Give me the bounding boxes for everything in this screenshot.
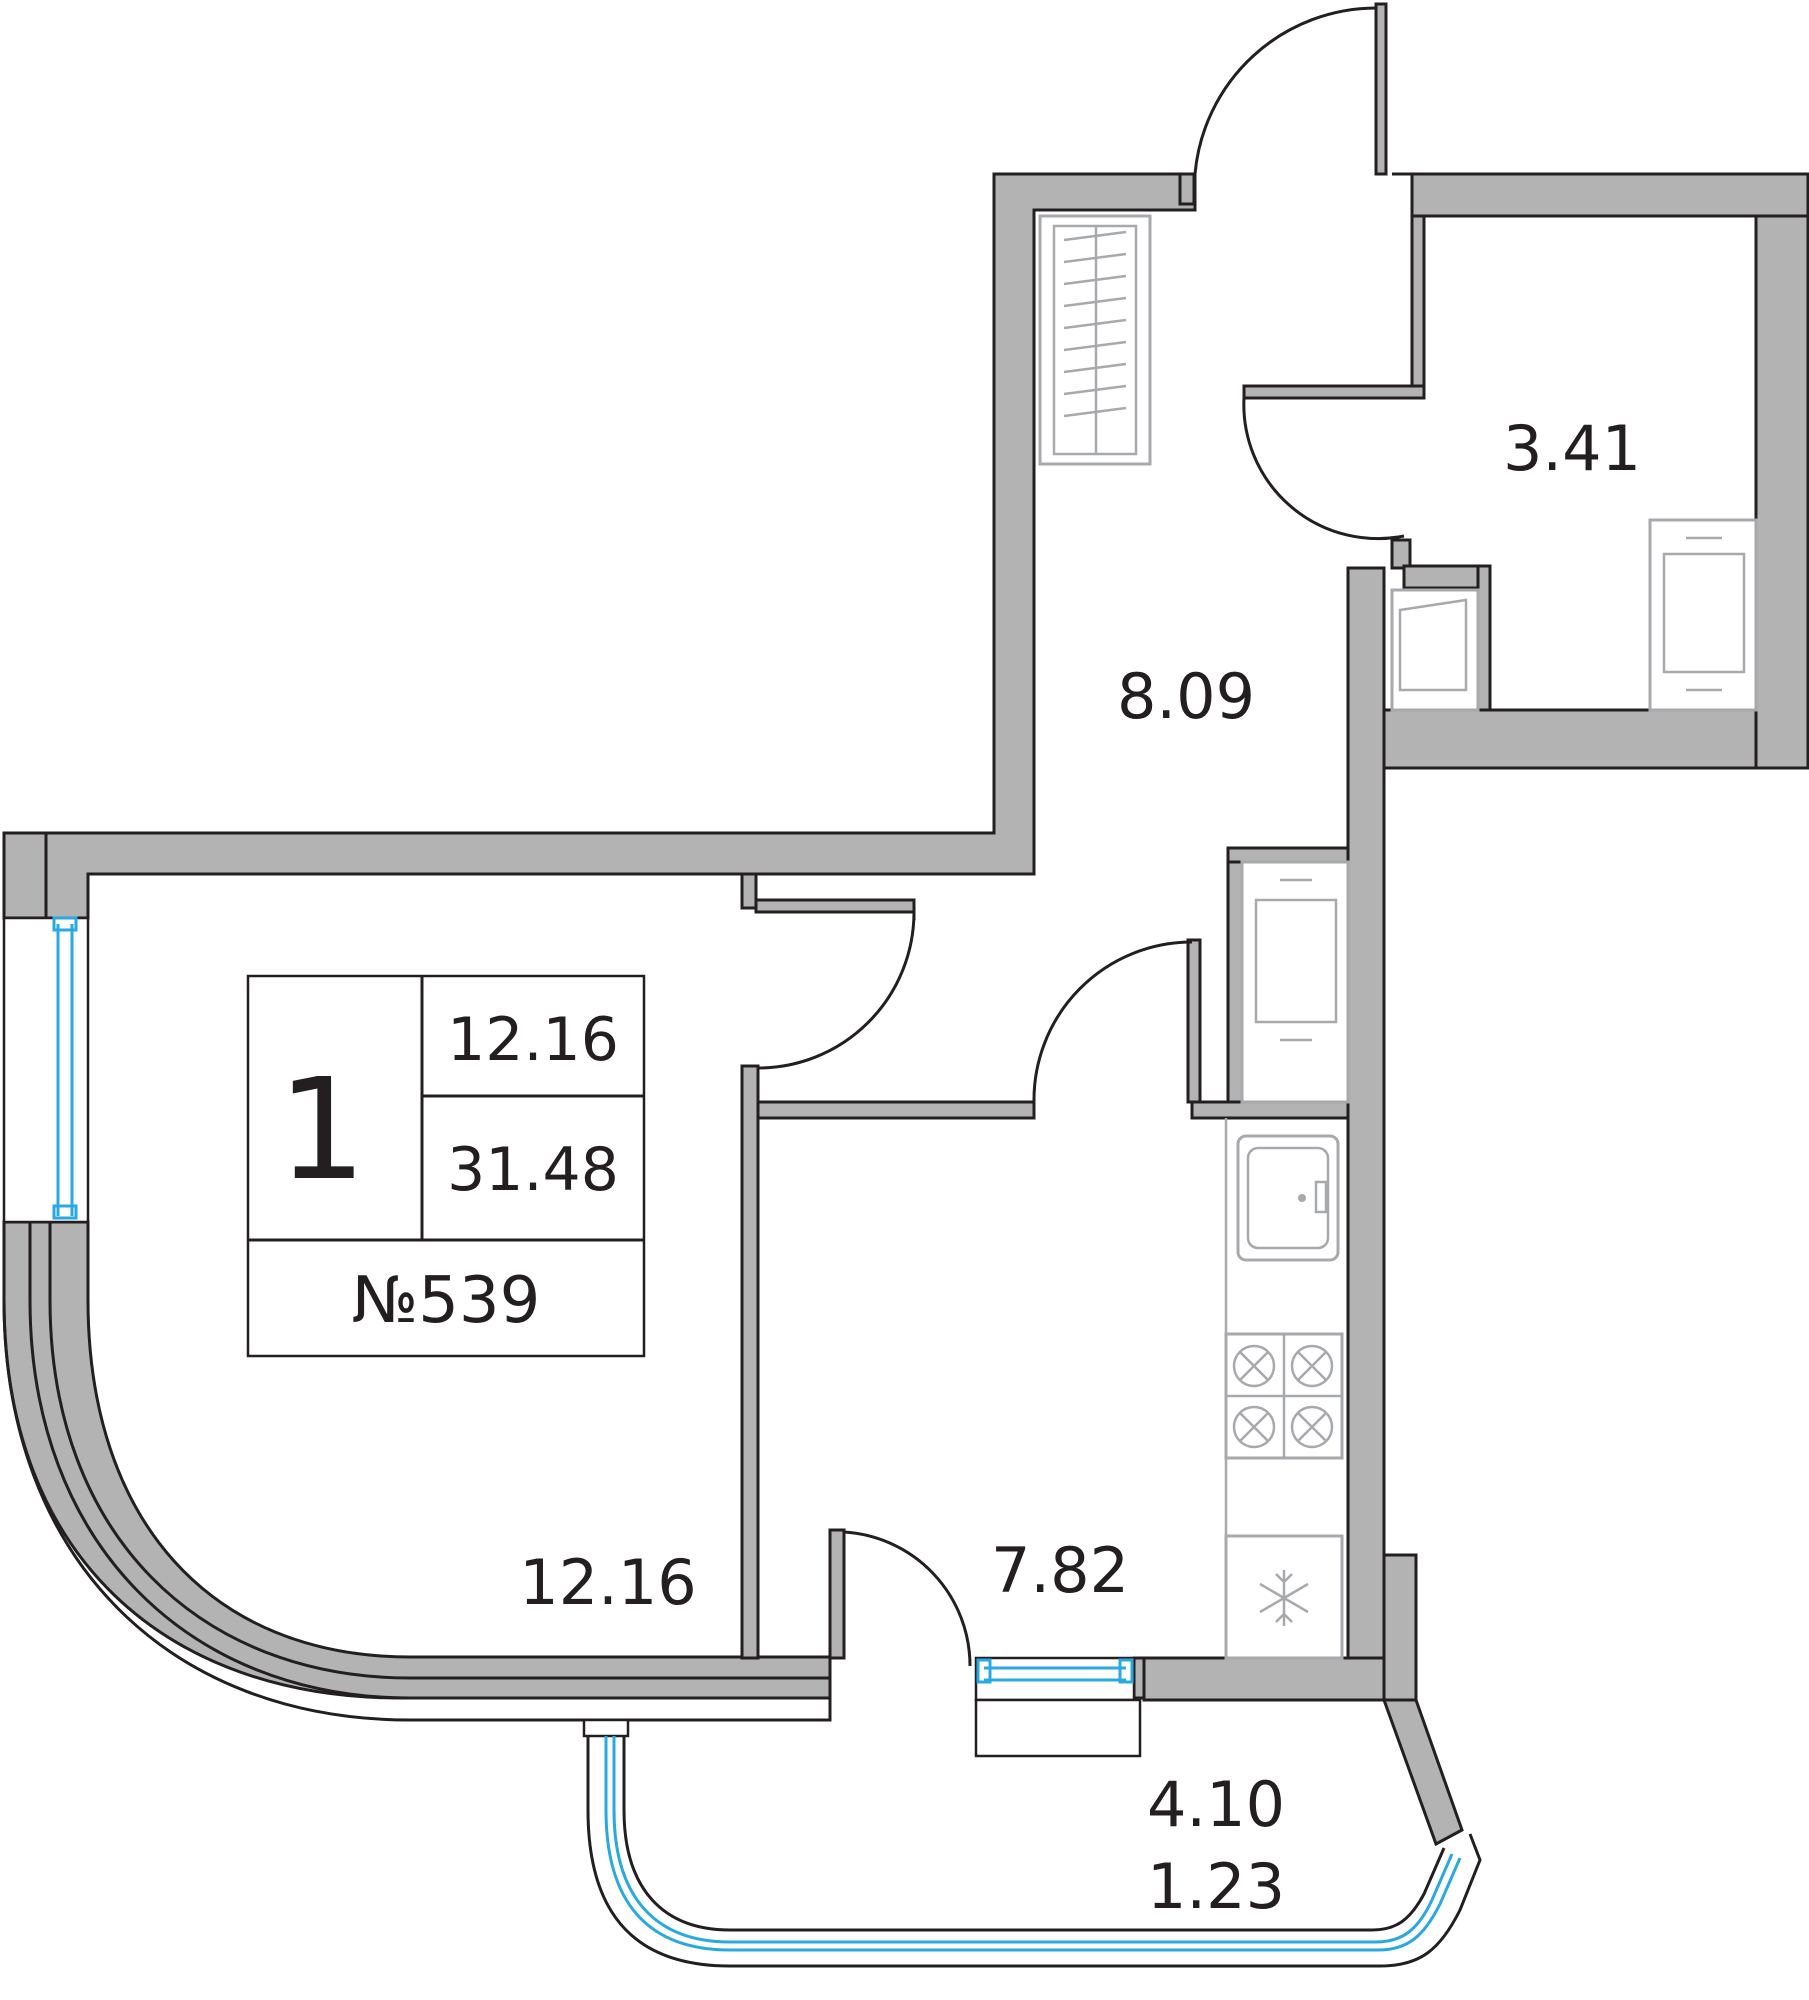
windows: [2, 916, 1142, 1758]
balcony-reduced-area: 1.23: [1147, 1850, 1285, 1923]
rooms-count: 1: [277, 1049, 366, 1212]
total-area-value: 31.48: [447, 1135, 619, 1205]
stove-icon: [1224, 1332, 1344, 1460]
walls: [2, 172, 1809, 1847]
snowflake-icon: [1224, 1534, 1344, 1660]
fixtures: [1038, 214, 1758, 1660]
bathroom-area: 3.41: [1503, 412, 1641, 485]
balcony-glazing: [582, 1718, 1482, 1968]
washer-icon: [1240, 860, 1350, 1104]
apartment-info-box: 1 12.16 31.48 №539: [246, 974, 646, 1358]
doors: [757, 6, 1405, 1667]
partitions: [740, 2, 1492, 1700]
toilet-icon: [1390, 588, 1480, 712]
living-area-value: 12.16: [447, 1005, 619, 1075]
living-room-area: 12.16: [519, 1546, 697, 1619]
sink-icon: [1236, 1134, 1340, 1262]
wardrobe-icon: [1038, 214, 1152, 466]
balcony-area: 4.10: [1147, 1768, 1285, 1841]
kitchen-area: 7.82: [991, 1534, 1129, 1607]
apartment-number: №539: [352, 1264, 541, 1338]
room-labels: 3.41 8.09 12.16 7.82 4.10 1.23: [519, 412, 1641, 1923]
bathtub-icon: [1648, 518, 1758, 712]
hall-area: 8.09: [1117, 660, 1255, 733]
